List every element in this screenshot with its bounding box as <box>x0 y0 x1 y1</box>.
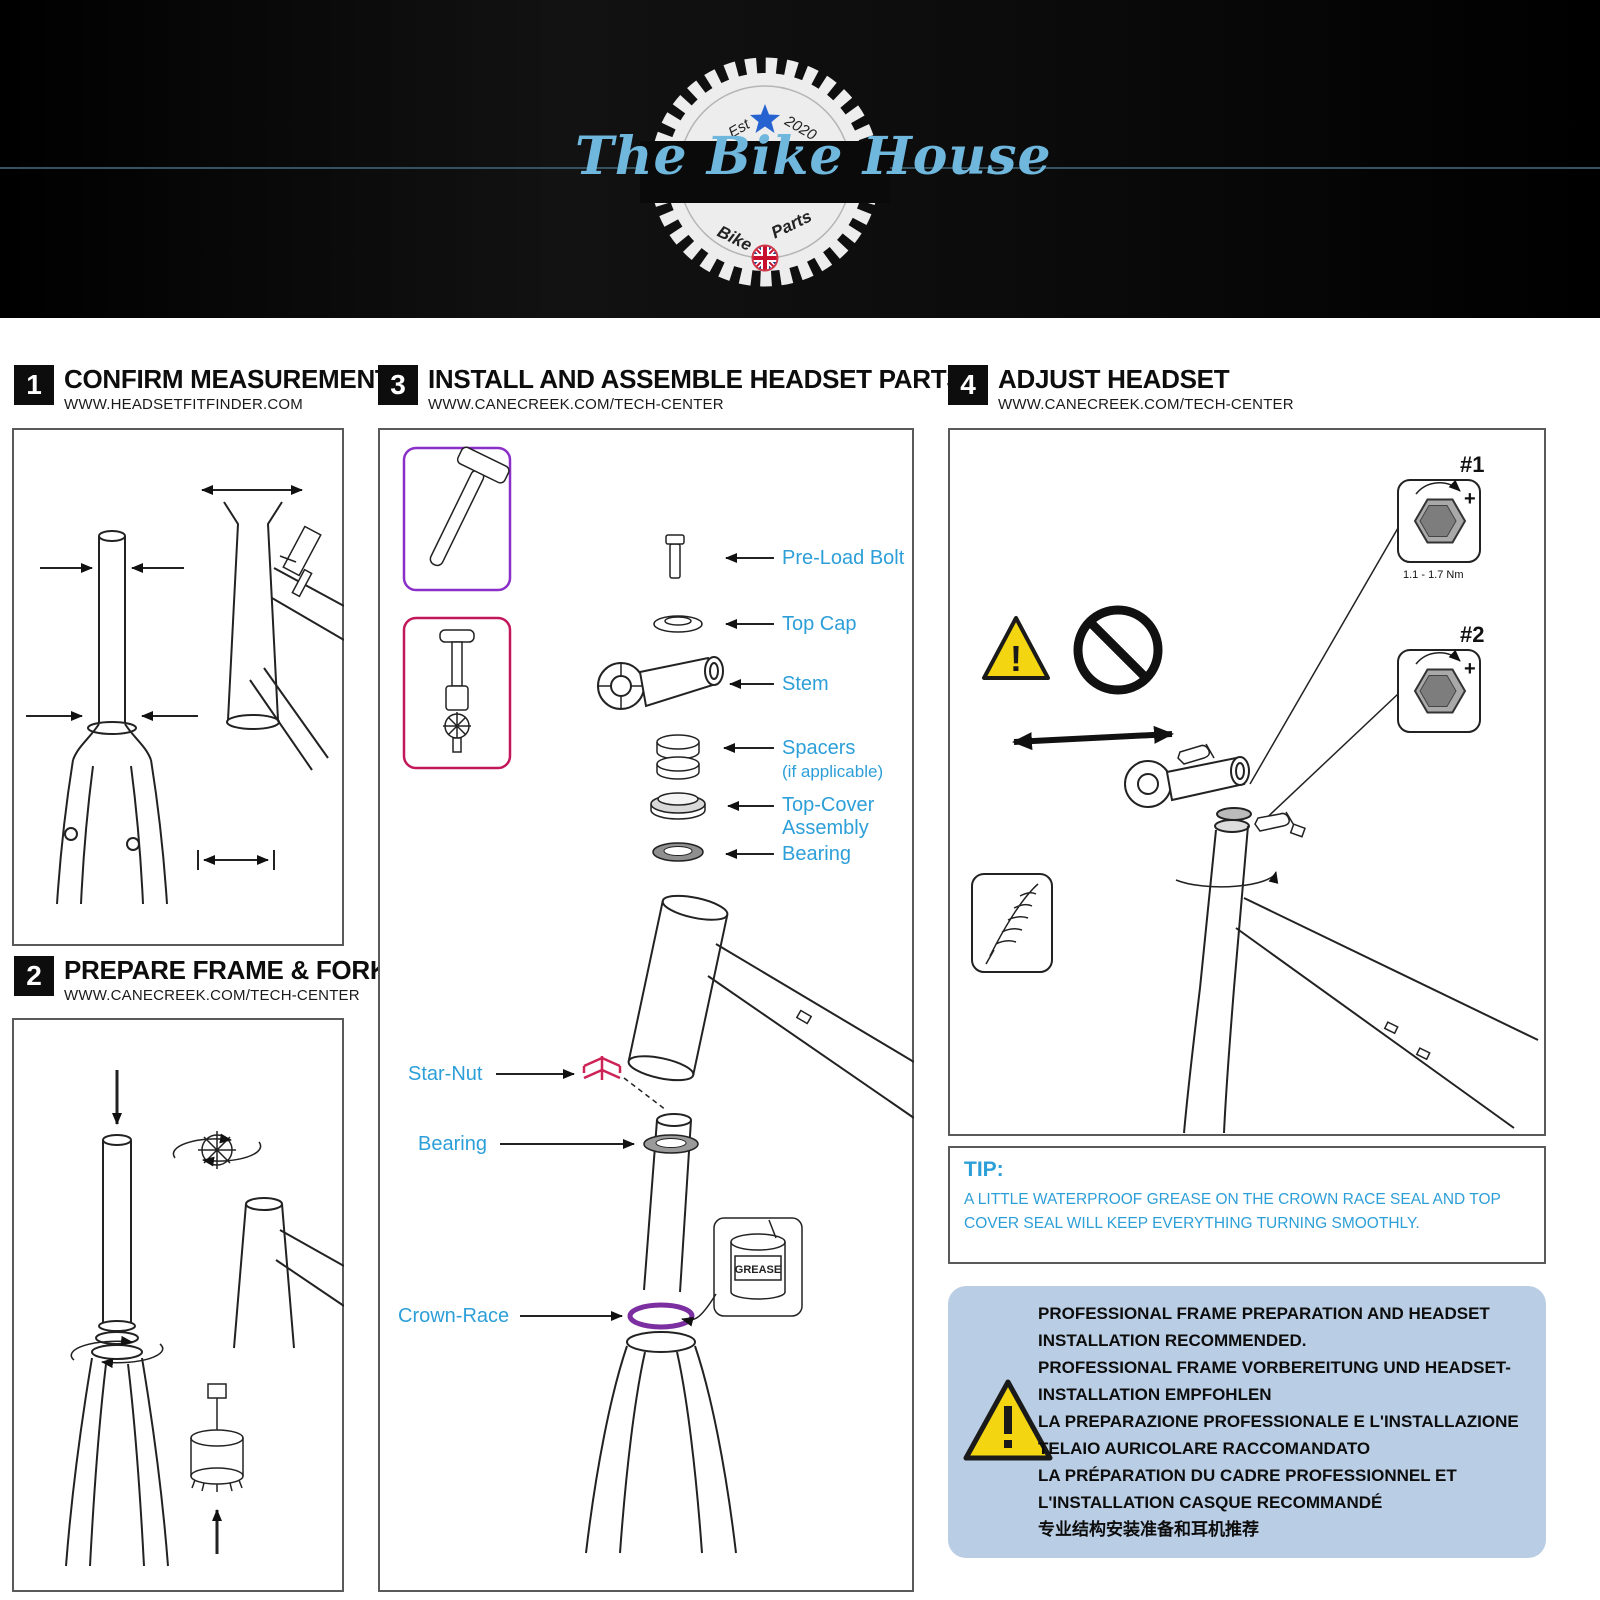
spacers-part <box>656 734 700 780</box>
pointer-line-1 <box>1249 527 1399 785</box>
no-symbol-icon <box>1073 605 1163 695</box>
crown-race-part <box>627 1302 695 1330</box>
star-nut-part <box>582 1056 622 1080</box>
section-4-url: WWW.CANECREEK.COM/TECH-CENTER <box>998 396 1294 413</box>
steerer-press-arrow <box>102 1070 132 1328</box>
steerer-measure-arrows <box>26 563 198 721</box>
uk-flag-icon <box>753 246 777 270</box>
label-spacers-note: (if applicable) <box>782 762 883 781</box>
label-top-cover: Top-Cover <box>782 794 875 816</box>
fork-lower-assembly <box>585 1113 737 1554</box>
tool-2-label: #2 <box>1460 622 1484 647</box>
section-3-number: 3 <box>378 365 418 405</box>
tip-body: A LITTLE WATERPROOF GREASE ON THE CROWN … <box>964 1191 1501 1232</box>
side-to-side-arrow <box>1012 725 1174 751</box>
caliper-icon <box>279 525 322 598</box>
label-top-cap: Top Cap <box>782 613 857 635</box>
diagram-confirm-measurements <box>26 485 344 905</box>
label-star-nut: Star-Nut <box>408 1063 483 1085</box>
frame-tubes-drawing <box>1183 897 1539 1134</box>
frame-head-tube <box>627 894 914 1119</box>
top-cap-part <box>653 615 703 633</box>
box-adjust-headset <box>948 428 1546 1136</box>
label-bearing-upper: Bearing <box>782 843 851 865</box>
grease-can-icon: GREASE <box>681 1217 803 1327</box>
facing-cutter-tool <box>190 1383 244 1554</box>
warning-exclaim: ! <box>1010 638 1022 679</box>
grease-label: GREASE <box>735 1264 781 1276</box>
star-nut-setter-box <box>402 616 512 770</box>
tip-title: TIP: <box>964 1158 1004 1181</box>
head-tube-facing <box>233 1197 344 1349</box>
torque-spec: 1.1 - 1.7 Nm <box>1403 569 1464 581</box>
section-1-title: CONFIRM MEASUREMENTS <box>64 364 408 394</box>
notice-line-fr: LA PRÉPARATION DU CADRE PROFESSIONNEL ET… <box>1038 1466 1457 1512</box>
star-nut-setting-tool <box>172 1131 262 1169</box>
warning-triangle-icon: ! <box>982 616 1050 680</box>
label-stem: Stem <box>782 673 829 695</box>
tool-1-label: #1 <box>1460 452 1484 477</box>
notice-box: PROFESSIONAL FRAME PREPARATION AND HEADS… <box>948 1286 1546 1558</box>
section-4-title: ADJUST HEADSET <box>998 364 1230 394</box>
star-nut-leader-line <box>623 1077 667 1111</box>
section-2-url: WWW.CANECREEK.COM/TECH-CENTER <box>64 987 360 1004</box>
section-1-number: 1 <box>14 365 54 405</box>
diagram-install-assemble: GREASE Pre-Load Bolt Top Cap Stem Spacer… <box>398 446 914 1554</box>
pointer-line-2 <box>1257 693 1399 827</box>
plus-sign-2: + <box>1464 658 1476 680</box>
section-2-number: 2 <box>14 956 54 996</box>
star-icon <box>750 104 780 133</box>
hex-tool-1-icon: + 1.1 - 1.7 Nm <box>1397 479 1481 581</box>
diagram-adjust-headset: #1 + 1.1 - 1.7 Nm #2 + ! <box>971 452 1539 1134</box>
logo-band <box>640 141 890 203</box>
label-crown-race: Crown-Race <box>398 1305 509 1327</box>
notice-line-it: LA PREPARAZIONE PROFESSIONALE E L'INSTAL… <box>1038 1412 1519 1458</box>
label-top-cover-2: Assembly <box>782 817 869 839</box>
stem-steerer-drawing <box>1124 756 1279 989</box>
box-install-assemble <box>378 428 914 1592</box>
hand-icon-upper <box>1177 743 1215 765</box>
bike-house-logo: Est 2020 Bike Parts <box>640 57 890 287</box>
section-4-number: 4 <box>948 365 988 405</box>
box-prepare-frame-fork <box>12 1018 344 1592</box>
bearing-upper-part <box>652 842 704 862</box>
notice-text: PROFESSIONAL FRAME PREPARATION AND HEADS… <box>1038 1300 1534 1543</box>
callout-arrows-right <box>723 553 774 859</box>
notice-warning-triangle-icon <box>963 1379 1053 1461</box>
section-3-title: INSTALL AND ASSEMBLE HEADSET PARTS <box>428 364 964 394</box>
label-spacers: Spacers <box>782 737 855 759</box>
box-confirm-measurements <box>12 428 344 946</box>
callout-arrows-left <box>496 1069 635 1321</box>
hammer-tool-box <box>402 446 512 592</box>
feather-icon <box>971 873 1053 973</box>
uk-flag-border <box>751 244 779 272</box>
hand-icon-lower <box>1254 811 1306 838</box>
hex-tool-2-icon: + <box>1397 649 1481 733</box>
fork-steerer-drawing <box>56 530 168 905</box>
logo-title: The Bike House <box>575 126 1052 187</box>
section-3-url: WWW.CANECREEK.COM/TECH-CENTER <box>428 396 724 413</box>
notice-line-en: PROFESSIONAL FRAME PREPARATION AND HEADS… <box>1038 1304 1490 1350</box>
section-1-url: WWW.HEADSETFITFINDER.COM <box>64 396 303 413</box>
stem-part <box>597 656 724 710</box>
top-cover-part <box>650 792 706 820</box>
fork-crown-seals <box>65 1320 169 1567</box>
preload-bolt-part <box>665 534 685 579</box>
section-2-title: PREPARE FRAME & FORK <box>64 955 389 985</box>
label-preload-bolt: Pre-Load Bolt <box>782 547 905 569</box>
tip-box: TIP: A LITTLE WATERPROOF GREASE ON THE C… <box>948 1146 1546 1264</box>
head-tube-drawing <box>197 485 344 870</box>
diagram-prepare-frame-fork <box>65 1070 344 1567</box>
notice-line-de: PROFESSIONAL FRAME VORBEREITUNG UND HEAD… <box>1038 1358 1511 1404</box>
notice-line-zh: 专业结构安装准备和耳机推荐 <box>1038 1520 1259 1539</box>
label-bearing-lower: Bearing <box>418 1133 487 1155</box>
plus-sign-1: + <box>1464 488 1476 510</box>
